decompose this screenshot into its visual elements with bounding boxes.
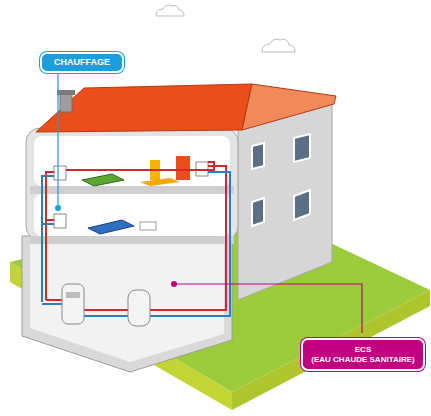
cloud xyxy=(156,5,295,52)
furniture xyxy=(176,156,190,180)
house-wall xyxy=(238,100,332,300)
callout-title: CHAUFFAGE xyxy=(50,57,114,68)
chimney xyxy=(57,90,75,95)
callout-box: ECS(EAU CHAUDE SANITAIRE) xyxy=(301,338,425,371)
chimney xyxy=(60,94,72,112)
room xyxy=(34,136,230,186)
floor-slab xyxy=(30,186,234,194)
bathtub xyxy=(140,222,156,230)
floor-slab xyxy=(30,236,234,244)
roof xyxy=(242,84,336,130)
callout-title: ECS xyxy=(311,345,415,355)
window xyxy=(252,134,310,226)
bed xyxy=(88,220,134,234)
boiler xyxy=(62,284,84,324)
rug xyxy=(140,178,180,186)
callout-subtitle: (EAU CHAUDE SANITAIRE) xyxy=(311,355,415,365)
radiator xyxy=(54,162,208,228)
soil-side xyxy=(232,290,430,410)
room xyxy=(34,194,230,236)
callout-box: CHAUFFAGE xyxy=(40,52,124,73)
roof xyxy=(36,84,252,132)
bed xyxy=(82,174,124,186)
basement xyxy=(22,236,232,372)
hot-water-tank xyxy=(128,290,150,326)
basement-room xyxy=(30,244,224,362)
leader-line xyxy=(55,73,362,333)
